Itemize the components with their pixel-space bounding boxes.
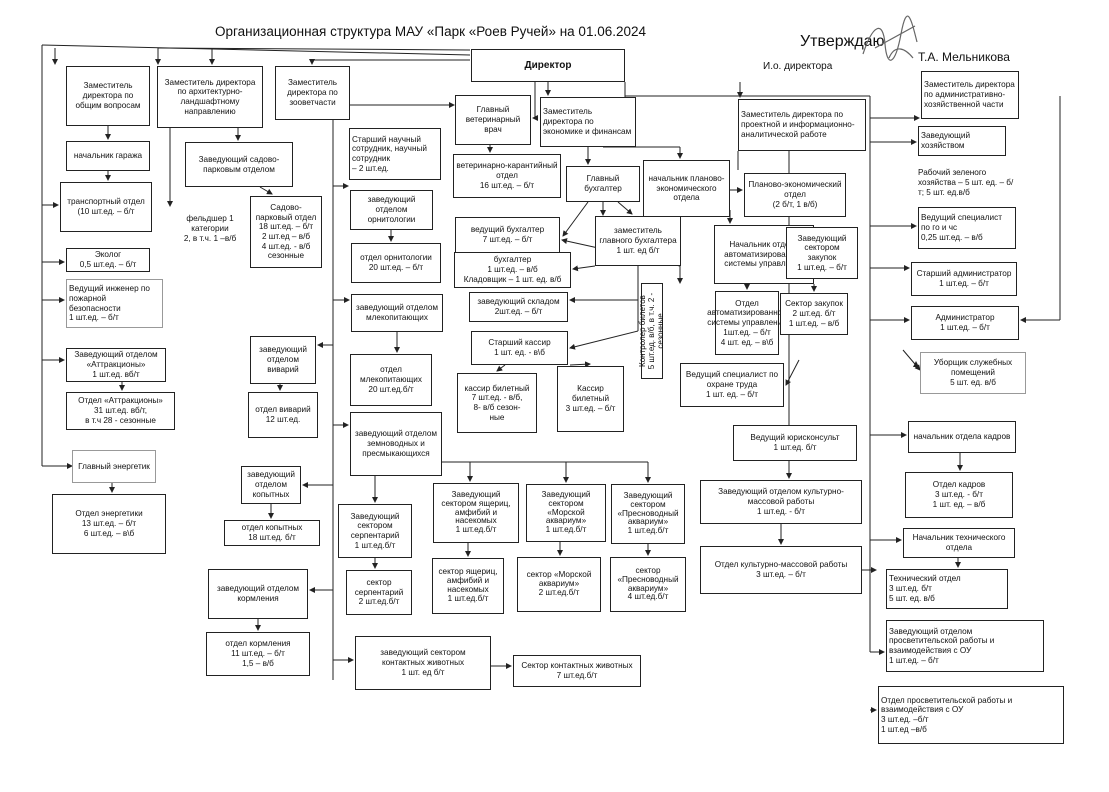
ticket-controller-label: Контролер билетов 5 шт.ед. в/б, в т.ч. 2… — [637, 292, 665, 370]
energy-dept-box: Отдел энергетики 13 шт.ед. – б/т 6 шт.ед… — [52, 494, 166, 554]
acs-dept-box: Отдел автоматизированной системы управле… — [707, 291, 787, 355]
chief-energy-box: Главный энергетик — [72, 450, 156, 483]
ticket-controller-box: Контролер билетов 5 шт.ед. в/б, в т.ч. 2… — [637, 283, 665, 379]
deputy-economics-box: Заместитель директора по экономике и фин… — [540, 97, 636, 147]
attractions-dept-box: Отдел «Аттракционы» 31 шт.ед. вб/т, в т.… — [66, 392, 175, 430]
fire-engineer-box: Ведущий инженер по пожарной безопасности… — [66, 279, 163, 328]
procurement-sector-box: Сектор закупок 2 шт.ед. б/т 1 шт.ед. – в… — [780, 293, 848, 335]
deputy-admin-box: Заместитель директора по административно… — [921, 71, 1019, 119]
feeding-dept-box: отдел кормления 11 шт.ед. – б/т 1,5 – в/… — [206, 632, 310, 676]
vivarium-dept-box: отдел виварий 12 шт.ед. — [248, 392, 318, 438]
connector-line — [902, 349, 921, 371]
deputy-project-box: Заместитель директора по проектной и инф… — [738, 99, 866, 151]
connector-line — [562, 201, 589, 237]
director-box: Директор — [471, 49, 625, 82]
approver-position: И.о. директора — [763, 61, 833, 72]
senior-admin-box: Старший администратор 1 шт.ед. – б/т — [911, 262, 1017, 296]
serpentarium-sector-box: сектор серпентарий 2 шт.ед.б/т — [346, 570, 412, 615]
hoofed-dept-box: отдел копытных 18 шт.ед. б/т — [224, 520, 320, 546]
cashier-box: Кассир билетный 3 шт.ед. – б/т — [557, 366, 624, 432]
connector-line — [572, 265, 596, 272]
contact-animals-head-box: заведующий сектором контактных животных … — [355, 636, 491, 690]
ornithology-head-box: заведующий отделом орнитологии — [350, 190, 433, 230]
culture-head-box: Заведующий отделом культурно-массовой ра… — [700, 480, 862, 524]
education-dept-box: Отдел просветительской работы и взаимоде… — [878, 686, 1064, 744]
feeding-head-box: заведующий отделом кормления — [208, 569, 308, 619]
vivarium-head-box: заведующий отделом виварий — [250, 336, 316, 384]
connector-line — [617, 201, 633, 215]
paramedic-box: фельдшер 1 категории 2, в т.ч. 1 –в/б — [183, 214, 237, 243]
contact-animals-sector-box: Сектор контактных животных 7 шт.ед.б/т — [513, 655, 641, 687]
sea-aquarium-sector-box: сектор «Морской аквариум» 2 шт.ед.б/т — [517, 557, 601, 612]
deputy-architecture-box: Заместитель директора по архитектурно-ла… — [157, 66, 263, 128]
cleaners-box: Уборщик служебных помещений 5 шт. ед. в/… — [920, 352, 1026, 394]
connector-line — [157, 47, 471, 51]
garden-head-box: Заведующий садово-парковым отделом — [185, 142, 293, 187]
vet-dept-box: ветеринарно-карантийный отдел 16 шт.ед. … — [453, 154, 561, 198]
ornithology-dept-box: отдел орнитологии 20 шт.ед. – б/т — [351, 243, 441, 283]
hr-head-box: начальник отдела кадров — [908, 421, 1016, 453]
garage-head-box: начальник гаража — [66, 141, 150, 171]
connector-line — [259, 186, 273, 195]
warehouse-head-box: заведующий складом 2шт.ед. – б/т — [469, 292, 568, 322]
connector-line — [41, 44, 471, 56]
chief-vet-box: Главный ветеринарный врач — [455, 95, 531, 145]
procurement-head-box: Заведующий сектором закупок 1 шт.ед. – б… — [786, 227, 858, 279]
serpentarium-head-box: Заведующий сектором серпентарий 1 шт.ед.… — [338, 504, 412, 558]
education-head-box: Заведующий отделом просветительской рабо… — [886, 620, 1044, 672]
planning-dept-box: Планово-экономический отдел (2 б/т, 1 в/… — [744, 173, 846, 217]
connector-line — [569, 330, 639, 350]
deputy-general-affairs-box: Заместитель директора по общим вопросам — [66, 66, 150, 126]
deputy-chief-accountant-box: заместитель главного бухгалтера 1 шт. ед… — [595, 216, 681, 266]
mammals-head-box: заведующий отделом млекопитающих — [351, 294, 443, 332]
ecologist-box: Эколог 0,5 шт.ед. – б/т — [66, 248, 150, 272]
senior-cashier-box: Старший кассир 1 шт. ед. - в\б — [471, 331, 568, 365]
housekeeping-head-box: Заведующий хозяйством — [918, 126, 1006, 156]
culture-dept-box: Отдел культурно-массовой работы 3 шт.ед.… — [700, 546, 862, 594]
lizards-sector-box: сектор ящериц, амфибий и насекомых 1 шт.… — [432, 558, 504, 614]
deputy-zoo-box: Заместитель директора по зооветчасти — [275, 66, 350, 120]
chief-accountant-box: Главный бухгалтер — [566, 166, 640, 202]
transport-dept-box: транспортный отдел (10 шт.ед. – б/т — [60, 182, 152, 232]
mammals-dept-box: отдел млекопитающих 20 шт.ед.б/т — [350, 354, 432, 406]
hr-dept-box: Отдел кадров 3 шт.ед. - б/т 1 шт. ед. – … — [905, 472, 1013, 518]
lawyer-box: Ведущий юрисконсульт 1 шт.ед. б/т — [733, 425, 857, 461]
tech-head-box: Начальник технического отдела — [903, 528, 1015, 558]
lead-accountant-box: ведущий бухгалтер 7 шт.ед. – б/т — [455, 217, 560, 253]
sea-aquarium-head-box: Заведующий сектором «Морской аквариум» 1… — [526, 484, 606, 542]
freshwater-sector-box: сектор «Пресноводный аквариум» 4 шт.ед.б… — [610, 557, 686, 612]
freshwater-head-box: Заведующий сектором «Пресноводный аквари… — [611, 484, 685, 544]
senior-research-box: Старший научный сотрудник, научный сотру… — [349, 128, 441, 180]
attractions-head-box: Заведующий отделом «Аттракционы» 1 шт.ед… — [66, 348, 166, 382]
connector-line — [785, 359, 800, 386]
connector-line — [569, 361, 591, 368]
accountant-box: бухгалтер 1 шт.ед. – в/б Кладовщик – 1 ш… — [454, 252, 571, 288]
admin-box: Администратор 1 шт.ед. – б/т — [911, 306, 1019, 340]
garden-dept-box: Садово-парковый отдел 18 шт.ед. – б/т 2 … — [250, 196, 322, 268]
signature-icon — [862, 15, 918, 61]
approver-name: Т.А. Мельникова — [918, 50, 1010, 64]
approval-stamp-label: Утверждаю — [800, 33, 885, 50]
reptiles-head-box: заведующий отделом земноводных и пресмык… — [350, 412, 442, 476]
chart-title: Организационная структура МАУ «Парк «Рое… — [215, 24, 646, 39]
labor-safety-box: Ведущий специалист по охране труда 1 шт.… — [680, 363, 784, 407]
hoofed-head-box: заведующий отделом копытных — [241, 466, 301, 504]
civil-defense-box: Ведущий специалист по го и чс 0,25 шт.ед… — [918, 207, 1016, 249]
connector-line — [496, 364, 506, 372]
ticket-cashier-box: кассир билетный 7 шт.ед. - в/б, 8- в/б с… — [457, 373, 537, 433]
planning-head-box: начальник планово-экономического отдела — [643, 160, 730, 217]
green-worker-box: Рабочий зеленого хозяйства – 5 шт. ед. –… — [918, 168, 1014, 197]
lizards-head-box: Заведующий сектором ящериц, амфибий и на… — [433, 483, 519, 543]
tech-dept-box: Технический отдел 3 шт.ед. б/т 5 шт. ед.… — [886, 569, 1008, 609]
